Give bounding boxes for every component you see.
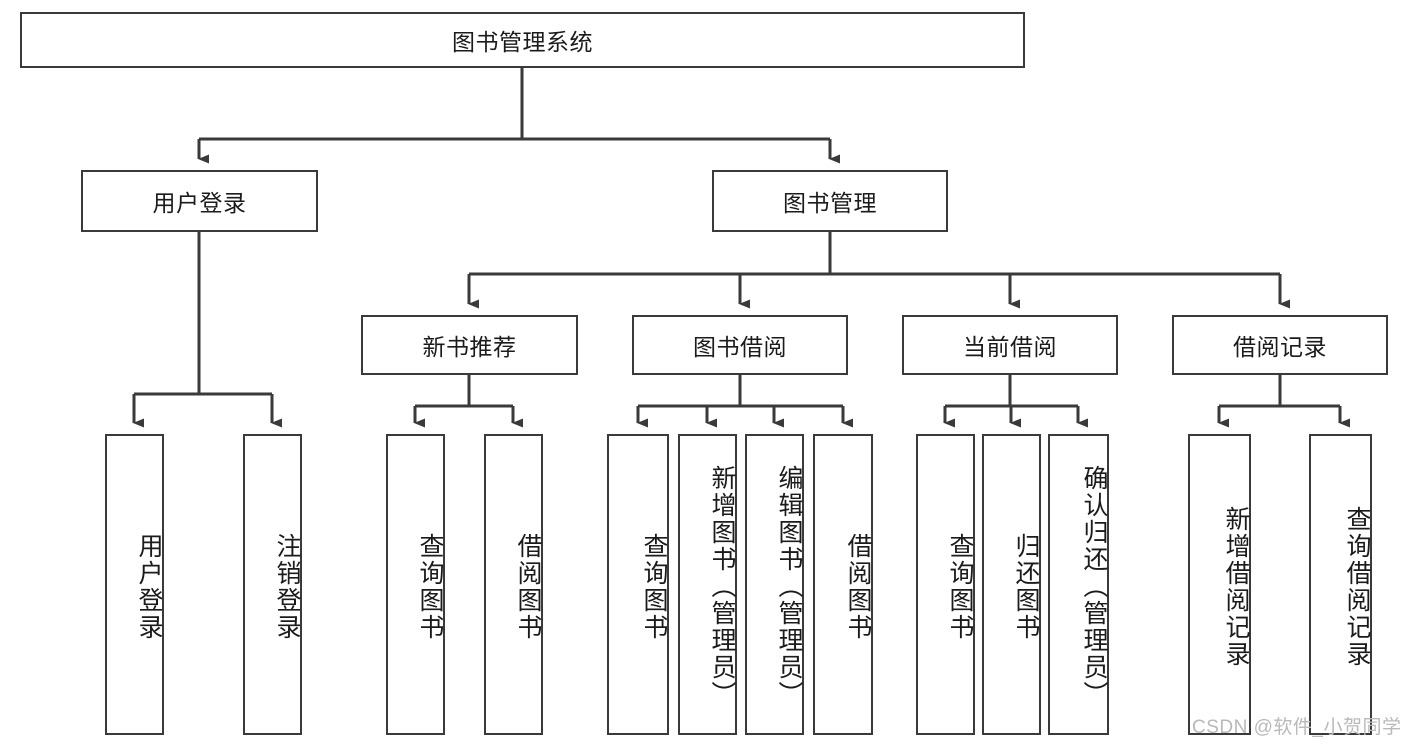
leaf-label: 查询图书 <box>640 532 668 641</box>
leaf-label: 新增借阅记录 <box>1222 505 1250 668</box>
leaf-node[interactable]: 查询图书 <box>386 434 445 735</box>
leaf-node[interactable]: 借阅图书 <box>813 434 873 735</box>
node-root[interactable]: 图书管理系统 <box>20 12 1025 68</box>
node-user-login[interactable]: 用户登录 <box>81 170 318 232</box>
leaf-label: 用户登录 <box>135 532 163 641</box>
leaf-label: 注销登录 <box>273 532 301 641</box>
leaf-label: 查询借阅记录 <box>1343 505 1371 668</box>
leaf-label: 借阅图书 <box>514 532 542 641</box>
leaf-label: 确认归还（管理员） <box>1080 465 1108 708</box>
leaf-label: 编辑图书（管理员） <box>775 465 803 708</box>
node-borrow-record[interactable]: 借阅记录 <box>1172 315 1388 375</box>
leaf-node[interactable]: 注销登录 <box>243 434 302 735</box>
leaf-label: 新增图书（管理员） <box>708 465 736 708</box>
leaf-node[interactable]: 编辑图书（管理员） <box>745 434 804 735</box>
leaf-node[interactable]: 新增图书（管理员） <box>678 434 737 735</box>
leaf-node[interactable]: 新增借阅记录 <box>1188 434 1251 735</box>
leaf-label: 查询图书 <box>946 532 974 641</box>
leaf-node[interactable]: 归还图书 <box>982 434 1041 735</box>
leaf-node[interactable]: 用户登录 <box>105 434 164 735</box>
leaf-node[interactable]: 查询借阅记录 <box>1309 434 1372 735</box>
node-new-book-recommend[interactable]: 新书推荐 <box>361 315 578 375</box>
leaf-node[interactable]: 查询图书 <box>607 434 669 735</box>
leaf-node[interactable]: 查询图书 <box>916 434 975 735</box>
leaf-label: 归还图书 <box>1012 532 1040 641</box>
leaf-label: 借阅图书 <box>844 532 872 641</box>
csdn-watermark: CSDN @软件_小贺同学 <box>1192 717 1402 738</box>
node-book-management[interactable]: 图书管理 <box>712 170 948 232</box>
node-current-borrow[interactable]: 当前借阅 <box>902 315 1118 375</box>
leaf-label: 查询图书 <box>416 532 444 641</box>
leaf-node[interactable]: 借阅图书 <box>484 434 543 735</box>
node-book-borrow[interactable]: 图书借阅 <box>632 315 848 375</box>
leaf-node[interactable]: 确认归还（管理员） <box>1048 434 1109 735</box>
